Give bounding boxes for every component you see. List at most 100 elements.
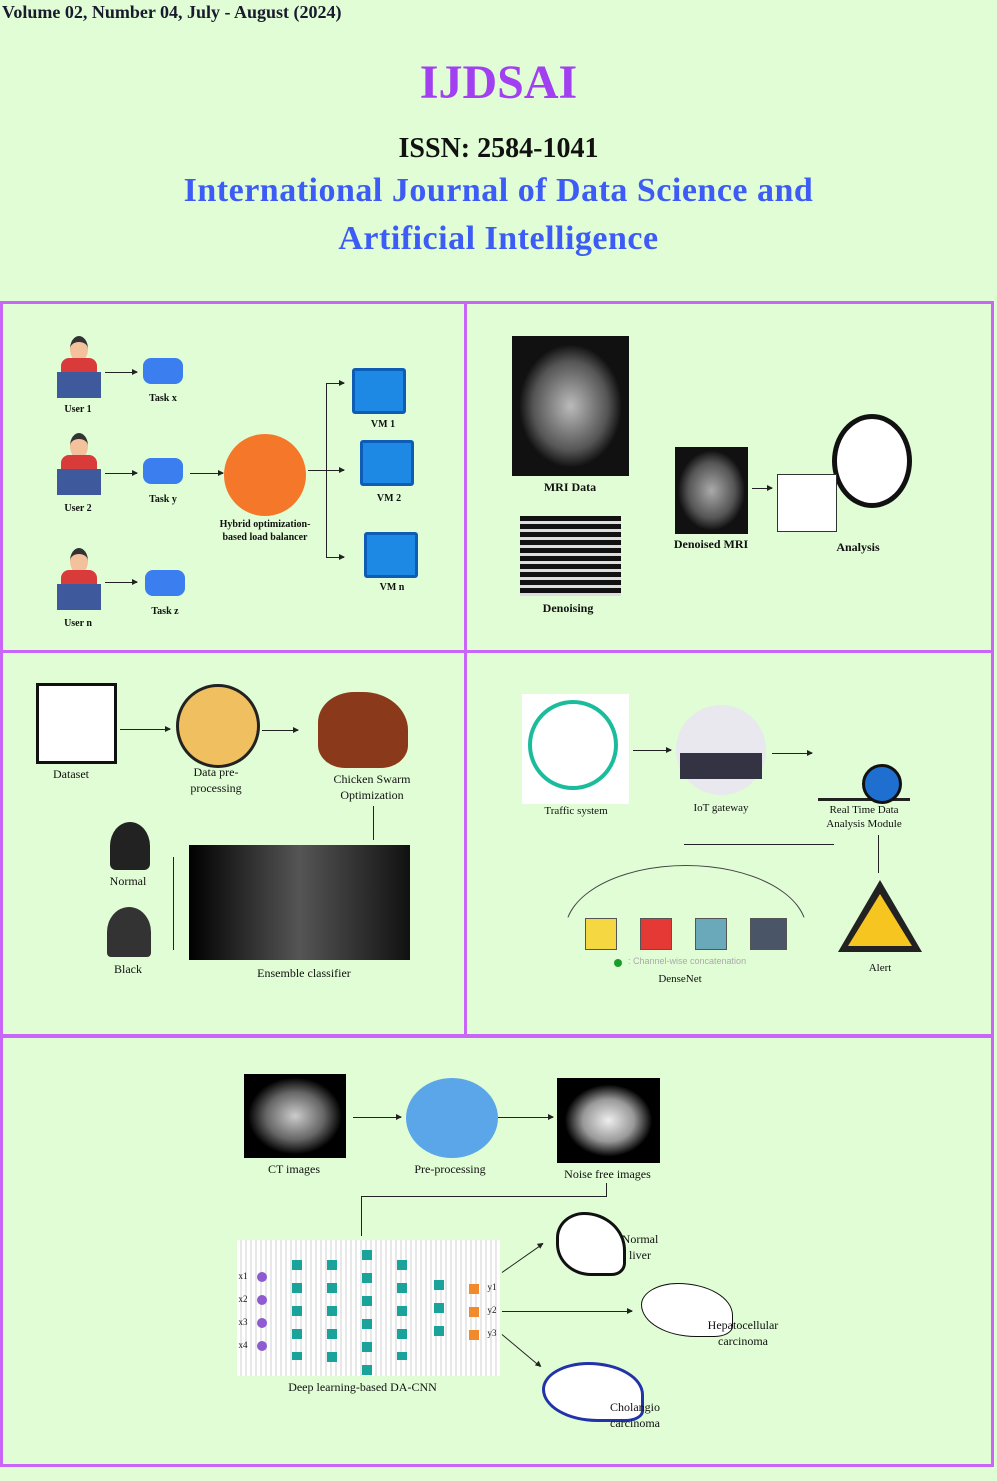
preprocessing-label: Data pre-processing bbox=[190, 765, 242, 795]
realtime-label: Real Time Data Analysis Module bbox=[826, 804, 902, 831]
feature-block bbox=[695, 918, 727, 950]
chart-icon bbox=[777, 474, 837, 532]
classifier-label: Ensemble classifier bbox=[257, 966, 351, 980]
balancer-label: Hybrid optimization-based load balancer bbox=[219, 519, 311, 543]
issn: ISSN: 2584-1041 bbox=[398, 133, 599, 164]
legend-label: : Channel-wise concatenation bbox=[628, 956, 747, 966]
task-label: Task x bbox=[149, 393, 177, 404]
connector bbox=[173, 857, 174, 950]
input-label: x4 bbox=[238, 1340, 248, 1350]
connector bbox=[361, 1196, 606, 1197]
dataset-icon bbox=[36, 683, 117, 764]
vm-icon bbox=[360, 440, 414, 486]
ct-image bbox=[244, 1074, 346, 1158]
arrow bbox=[353, 1114, 402, 1120]
denoising-image bbox=[520, 516, 621, 596]
journal-title-line1: International Journal of Data Science an… bbox=[183, 172, 814, 209]
vm-icon bbox=[364, 532, 418, 578]
chicken-icon bbox=[318, 692, 408, 768]
noise-free-image bbox=[557, 1078, 660, 1163]
alert-label: Alert bbox=[868, 962, 892, 974]
load-balancer-icon bbox=[224, 434, 306, 516]
vm-label: VM 2 bbox=[376, 493, 402, 504]
user-icon bbox=[57, 433, 101, 495]
denoised-mri-image bbox=[675, 447, 748, 534]
task-icon bbox=[143, 458, 183, 484]
ensemble-classifier-image bbox=[189, 845, 410, 960]
input-label: x2 bbox=[238, 1294, 248, 1304]
normal-label: Normal bbox=[109, 874, 147, 888]
normal-liver-label: Normal liver bbox=[621, 1232, 659, 1262]
arrow bbox=[326, 554, 345, 560]
preprocessing-icon bbox=[406, 1078, 498, 1158]
arrow bbox=[326, 380, 345, 386]
arrow bbox=[105, 369, 138, 375]
mri-image bbox=[512, 336, 629, 476]
vm-icon bbox=[352, 368, 406, 414]
task-icon bbox=[145, 570, 185, 596]
arrow bbox=[262, 727, 299, 733]
cso-label: Chicken Swarm Optimization bbox=[333, 772, 411, 802]
connector bbox=[361, 1196, 362, 1236]
vm-label: VM n bbox=[379, 582, 405, 593]
task-icon bbox=[143, 358, 183, 384]
traffic-image bbox=[522, 694, 629, 804]
normal-user-icon bbox=[110, 822, 150, 870]
user-label: User n bbox=[64, 618, 92, 629]
concat-dot-icon bbox=[614, 959, 622, 967]
user-label: User 1 bbox=[64, 404, 92, 415]
model-label: Deep learning-based DA-CNN bbox=[288, 1380, 437, 1394]
input-label: x3 bbox=[238, 1317, 248, 1327]
chol-label: Cholangio carcinoma bbox=[610, 1400, 660, 1430]
output-label: y1 bbox=[487, 1282, 497, 1292]
output-label: y2 bbox=[487, 1305, 497, 1315]
arrow bbox=[105, 470, 138, 476]
feature-block bbox=[750, 918, 787, 950]
output-label: y3 bbox=[487, 1328, 497, 1338]
feature-block bbox=[640, 918, 672, 950]
denoising-label: Denoising bbox=[542, 601, 594, 615]
arrow bbox=[772, 750, 813, 756]
input-label: x1 bbox=[238, 1271, 248, 1281]
vm-label: VM 1 bbox=[370, 419, 396, 430]
connector bbox=[684, 844, 834, 845]
denoised-label: Denoised MRI bbox=[673, 537, 749, 551]
iot-label: IoT gateway bbox=[693, 802, 749, 814]
mri-label: MRI Data bbox=[543, 480, 597, 494]
arrow bbox=[190, 470, 224, 476]
panel-liver bbox=[0, 1034, 994, 1467]
preprocessing-icon bbox=[176, 684, 260, 768]
iot-gateway-icon bbox=[676, 705, 766, 795]
noisefree-label: Noise free images bbox=[564, 1167, 651, 1181]
journal-brand: IJDSAI bbox=[419, 56, 578, 109]
hacker-icon bbox=[107, 907, 151, 957]
feature-block bbox=[585, 918, 617, 950]
connector bbox=[373, 806, 374, 840]
journal-title-line2: Artificial Intelligence bbox=[338, 220, 659, 257]
realtime-analysis-icon bbox=[818, 708, 910, 804]
neural-network-diagram bbox=[237, 1240, 500, 1376]
hcc-label: Hepatocellular carcinoma bbox=[707, 1318, 779, 1348]
normal-liver-icon bbox=[556, 1212, 626, 1276]
arrow bbox=[105, 579, 138, 585]
arrow bbox=[498, 1114, 554, 1120]
task-label: Task z bbox=[151, 606, 179, 617]
arrow bbox=[120, 726, 171, 732]
user-icon bbox=[57, 336, 101, 398]
analysis-icon bbox=[832, 414, 912, 508]
connector bbox=[326, 383, 327, 558]
user-label: User 2 bbox=[64, 503, 92, 514]
analysis-label: Analysis bbox=[836, 540, 880, 554]
ct-label: CT images bbox=[267, 1162, 321, 1176]
black-label: Black bbox=[114, 962, 142, 976]
connector bbox=[606, 1183, 607, 1197]
densenet-label: DenseNet bbox=[658, 973, 702, 985]
cholangio-liver-icon bbox=[542, 1362, 644, 1422]
traffic-label: Traffic system bbox=[544, 805, 608, 817]
arrow bbox=[502, 1308, 633, 1314]
dataset-label: Dataset bbox=[53, 767, 89, 781]
task-label: Task y bbox=[149, 494, 177, 505]
user-icon bbox=[57, 548, 101, 610]
arrow bbox=[633, 747, 672, 753]
